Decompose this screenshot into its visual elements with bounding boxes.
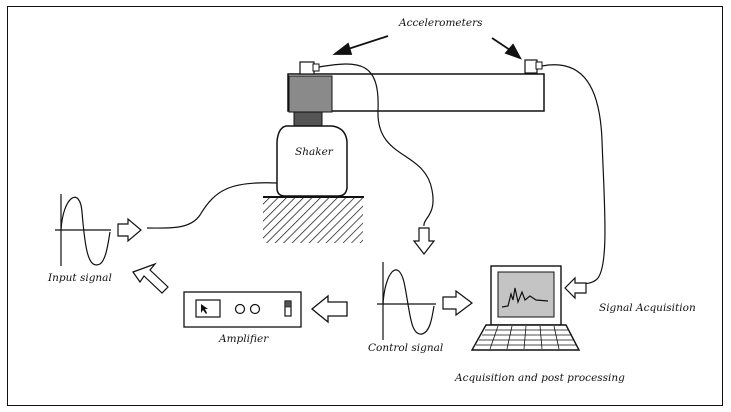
amplifier-icon [183, 291, 302, 328]
sine-wave-icon [55, 194, 111, 266]
accelerometers-label: Accelerometers [399, 17, 483, 29]
acquisition-post-processing-label: Acquisition and post processing [455, 372, 625, 384]
accelerometer-icon [299, 61, 320, 75]
signal-acquisition-label: Signal Acquisition [599, 302, 696, 314]
pointer-arrow [332, 35, 522, 60]
shaker-label: Shaker [295, 146, 333, 158]
input-signal-label: Input signal [48, 272, 112, 284]
block-arrow-icon [132, 262, 169, 294]
cables [146, 63, 606, 287]
shaker-head [288, 75, 333, 113]
shaker-stinger [293, 111, 323, 127]
sine-wave-icon [377, 262, 436, 340]
block-arrow-icon [310, 294, 348, 324]
block-arrow-icon [442, 289, 473, 317]
laptop-icon [470, 265, 581, 351]
diagram-frame [7, 6, 723, 406]
shaker-icon [276, 125, 348, 197]
control-signal-label: Control signal [368, 342, 444, 354]
amplifier-label: Amplifier [219, 333, 269, 345]
block-arrow-icon [117, 217, 142, 243]
block-arrow-icon [564, 276, 587, 300]
accelerometer-icon [524, 59, 543, 74]
block-arrow-icon [412, 227, 436, 255]
ground-hatching [263, 196, 364, 243]
